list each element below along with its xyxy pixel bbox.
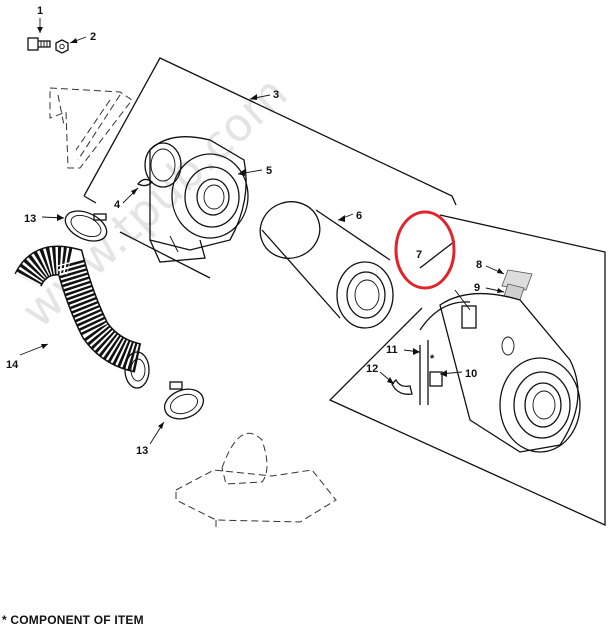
callout-8: 8 [476, 259, 482, 271]
part-10-cleaner-assembly [419, 289, 581, 453]
part-12-clip [379, 371, 413, 395]
asterisk-marker: * [430, 353, 435, 365]
highlight-circle [394, 210, 456, 290]
part-9-decal [485, 283, 525, 301]
callout-11: 11 [386, 344, 398, 356]
callout-3: 3 [273, 89, 279, 101]
part-14-corrugated-hose [14, 245, 150, 389]
callout-7: 7 [416, 249, 422, 261]
callout-4: 4 [114, 199, 121, 211]
callout-14: 14 [6, 359, 19, 371]
part-11-tube [403, 340, 443, 405]
part-13-clamp-lower [149, 381, 205, 445]
upper-assembly-panel [83, 57, 457, 279]
callout-13-upper: 13 [24, 213, 36, 225]
lower-assembly-panel [328, 214, 606, 527]
callout-6: 6 [356, 210, 362, 222]
part-5-air-cleaner-housing [144, 136, 263, 263]
part-1-bolt [27, 18, 51, 51]
callout-5: 5 [266, 165, 272, 177]
callout-2: 2 [90, 31, 96, 43]
mounting-bracket-outline [49, 87, 133, 169]
callout-13-lower: 13 [136, 445, 148, 457]
footnote-component-of-item: * COMPONENT OF ITEM [2, 613, 144, 627]
part-2-nut [55, 36, 87, 54]
engine-intake-outline [175, 432, 337, 528]
callout-1: 1 [37, 5, 43, 17]
watermark-text: www.tpub.com [11, 65, 298, 338]
part-13-clamp-upper [41, 210, 108, 242]
callout-9: 9 [474, 282, 480, 294]
callout-10: 10 [465, 368, 477, 380]
callout-12: 12 [366, 363, 378, 375]
part-6-filter-element [255, 201, 394, 329]
